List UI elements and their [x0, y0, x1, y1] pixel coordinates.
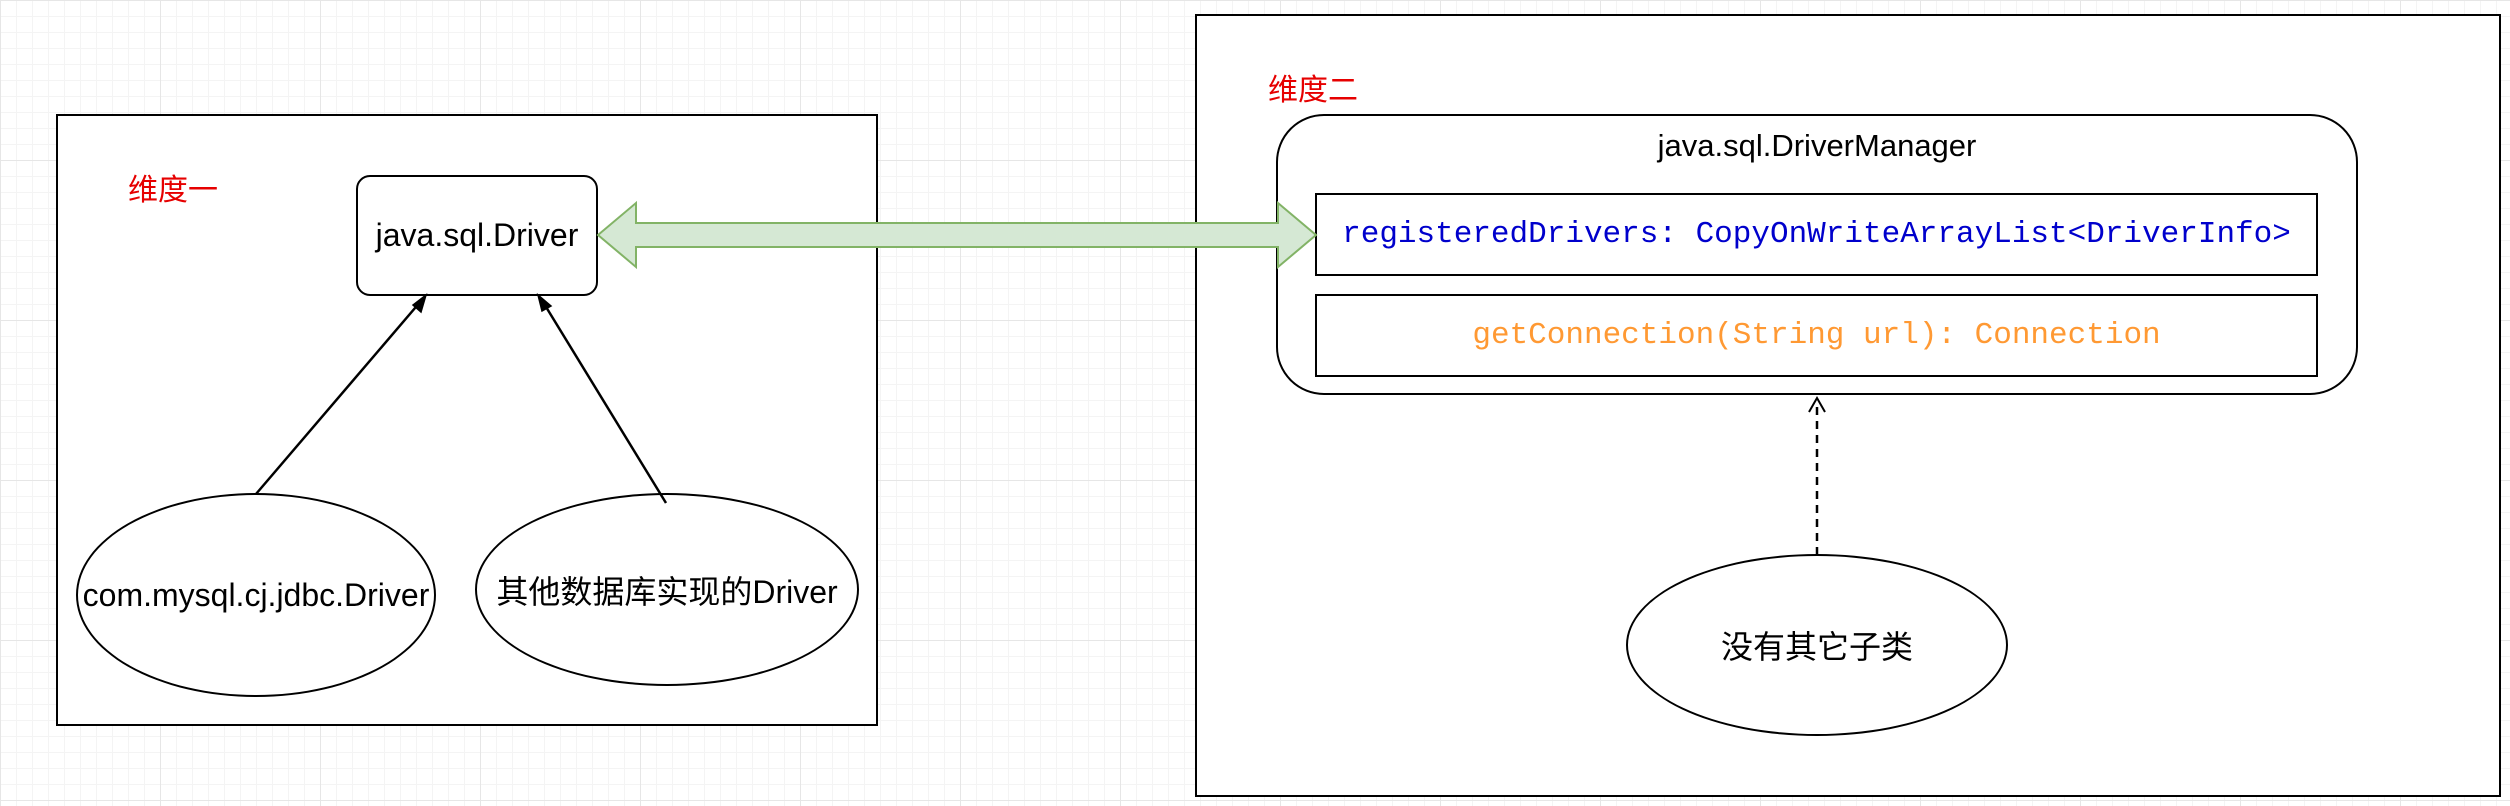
other-db-driver-ellipse[interactable]: 其他数据库实现的Driver — [475, 493, 859, 686]
no-other-subclass-ellipse[interactable]: 没有其它子类 — [1626, 554, 2008, 736]
mysql-driver-ellipse[interactable]: com.mysql.cj.jdbc.Driver — [76, 493, 436, 697]
registered-drivers-field[interactable]: registeredDrivers: CopyOnWriteArrayList<… — [1315, 193, 2318, 276]
other-to-driver-arrow — [541, 301, 668, 504]
dashed-arrowhead — [1808, 395, 1826, 413]
other-arrowhead — [536, 292, 553, 313]
driver-manager-title: java.sql.DriverManager — [1657, 128, 1977, 163]
java-sql-driver-box[interactable]: java.sql.Driver — [356, 175, 598, 296]
bidirectional-arrow — [596, 200, 1318, 270]
dimension-two-label: 维度二 — [1268, 74, 1358, 107]
get-connection-method[interactable]: getConnection(String url): Connection — [1315, 294, 2318, 377]
mysql-to-driver-arrow — [255, 300, 422, 495]
mysql-arrowhead — [411, 292, 428, 314]
dimension-one-label: 维度一 — [128, 174, 218, 207]
